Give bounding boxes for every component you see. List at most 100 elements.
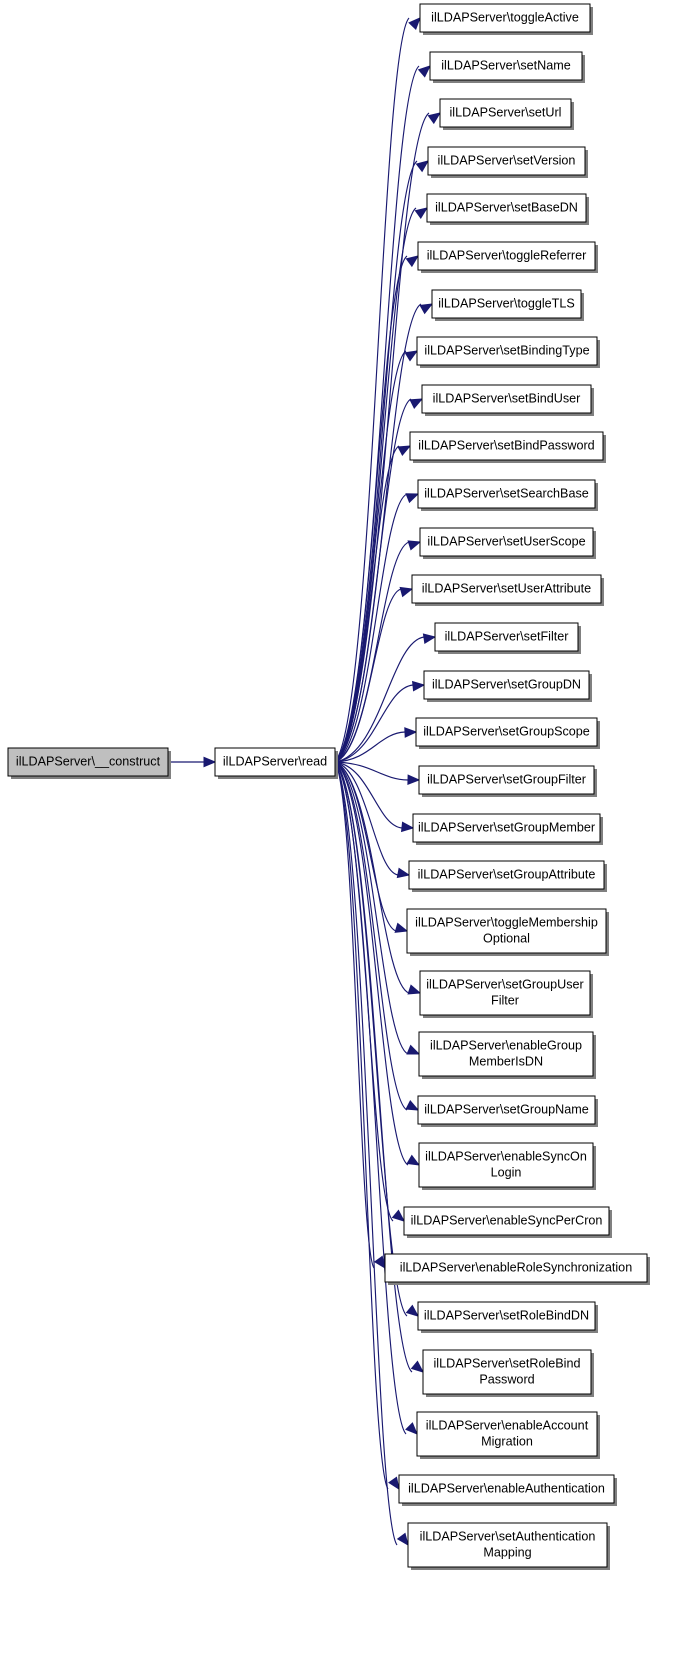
- node-label: ilLDAPServer\setGroupAttribute: [418, 867, 596, 881]
- edge-read-to-setBaseDN-arrowhead: [414, 207, 429, 220]
- node-box[interactable]: [398, 1474, 615, 1504]
- node-box[interactable]: [431, 289, 582, 319]
- node-box[interactable]: [423, 670, 590, 700]
- node-label: ilLDAPServer\setGroupScope: [423, 724, 590, 738]
- graph-node-setGroupScope[interactable]: ilLDAPServer\setGroupScope: [415, 717, 600, 749]
- node-label: ilLDAPServer\toggleActive: [431, 10, 579, 24]
- node-box[interactable]: [384, 1253, 648, 1283]
- edge-read-to-enableSyncOnLogin-arrowhead: [406, 1154, 421, 1166]
- node-box[interactable]: [427, 146, 586, 176]
- edge-read-to-setGroupMember: [334, 761, 403, 829]
- node-box[interactable]: [403, 1206, 610, 1236]
- graph-node-setGroupDN[interactable]: ilLDAPServer\setGroupDN: [423, 670, 592, 702]
- node-box[interactable]: [426, 193, 587, 223]
- node-box[interactable]: [416, 1411, 598, 1457]
- graph-node-setGroupMember[interactable]: ilLDAPServer\setGroupMember: [412, 813, 603, 845]
- node-label: Filter: [491, 993, 519, 1007]
- graph-node-toggleTLS[interactable]: ilLDAPServer\toggleTLS: [431, 289, 584, 321]
- graph-node-toggleReferrer[interactable]: ilLDAPServer\toggleReferrer: [417, 241, 598, 273]
- node-box[interactable]: [421, 384, 592, 414]
- graph-node-setGroupAttribute[interactable]: ilLDAPServer\setGroupAttribute: [408, 860, 607, 892]
- graph-node-setVersion[interactable]: ilLDAPServer\setVersion: [427, 146, 588, 178]
- graph-node-setName[interactable]: ilLDAPServer\setName: [429, 51, 585, 83]
- node-box[interactable]: [434, 622, 579, 652]
- node-box[interactable]: [406, 908, 607, 954]
- node-box[interactable]: [419, 970, 591, 1016]
- edge-read-to-setName-arrowhead: [417, 65, 431, 78]
- edge-read-to-setGroupScope-arrowhead: [404, 727, 418, 738]
- graph-node-setUserScope[interactable]: ilLDAPServer\setUserScope: [419, 527, 596, 559]
- graph-node-setBaseDN[interactable]: ilLDAPServer\setBaseDN: [426, 193, 589, 225]
- node-box[interactable]: [408, 860, 605, 890]
- node-box[interactable]: [416, 336, 598, 366]
- node-label: Optional: [483, 931, 530, 945]
- node-box[interactable]: [417, 1301, 596, 1331]
- edge-read-to-setGroupUserFilter: [334, 761, 410, 994]
- node-label: ilLDAPServer\setFilter: [445, 629, 569, 643]
- graph-node-setBindUser[interactable]: ilLDAPServer\setBindUser: [421, 384, 594, 416]
- node-label: ilLDAPServer\setGroupName: [424, 1102, 588, 1116]
- node-label: Login: [491, 1165, 522, 1179]
- graph-node-enableRoleSynchronization[interactable]: ilLDAPServer\enableRoleSynchronization: [384, 1253, 650, 1285]
- node-label: ilLDAPServer\setBindingType: [424, 343, 589, 357]
- edge-read-to-setFilter: [334, 636, 425, 763]
- edge-read-to-setUrl-arrowhead: [427, 112, 442, 125]
- edge-read-to-setBindUser-arrowhead: [409, 398, 424, 409]
- node-box[interactable]: [214, 747, 336, 777]
- graph-node-setFilter[interactable]: ilLDAPServer\setFilter: [434, 622, 581, 654]
- edge-read-to-setUserAttribute-arrowhead: [399, 586, 414, 598]
- node-label: ilLDAPServer\enableSyncOn: [425, 1149, 587, 1163]
- edge-read-to-enableGroupMemberIsDN: [334, 761, 409, 1055]
- graph-node-setRoleBindDN[interactable]: ilLDAPServer\setRoleBindDN: [417, 1301, 598, 1333]
- edge-read-to-setSearchBase-arrowhead: [405, 493, 420, 504]
- node-box[interactable]: [418, 1031, 594, 1077]
- graph-node-enableSyncPerCron[interactable]: ilLDAPServer\enableSyncPerCron: [403, 1206, 612, 1238]
- node-box[interactable]: [415, 717, 598, 747]
- node-box[interactable]: [7, 747, 169, 777]
- node-label: ilLDAPServer\setUserScope: [427, 534, 585, 548]
- node-box[interactable]: [407, 1522, 608, 1568]
- graph-node-setSearchBase[interactable]: ilLDAPServer\setSearchBase: [417, 479, 598, 511]
- graph-node-setBindPassword[interactable]: ilLDAPServer\setBindPassword: [409, 431, 606, 463]
- edge-read-to-setGroupDN: [334, 684, 414, 763]
- node-label: ilLDAPServer\setRoleBind: [434, 1356, 581, 1370]
- node-box[interactable]: [417, 241, 596, 271]
- edge-read-to-toggleReferrer-arrowhead: [405, 255, 420, 268]
- edge-read-to-enableAccountMigration-arrowhead: [405, 1422, 418, 1435]
- edge-read-to-enableSyncOnLogin: [334, 761, 409, 1166]
- graph-node-setBindingType[interactable]: ilLDAPServer\setBindingType: [416, 336, 600, 368]
- graph-node-read[interactable]: ilLDAPServer\read: [214, 747, 338, 779]
- edge-read-to-toggleReferrer: [334, 255, 408, 763]
- edge-read-to-toggleActive-arrowhead: [408, 17, 421, 31]
- node-box[interactable]: [417, 479, 596, 509]
- edge-read-to-enableGroupMemberIsDN-arrowhead: [406, 1044, 421, 1055]
- node-label: ilLDAPServer\toggleTLS: [438, 296, 575, 310]
- node-box[interactable]: [422, 1349, 592, 1395]
- graph-node-setUserAttribute[interactable]: ilLDAPServer\setUserAttribute: [411, 574, 604, 606]
- graph-node-toggleActive[interactable]: ilLDAPServer\toggleActive: [419, 3, 593, 35]
- node-box[interactable]: [419, 3, 591, 33]
- node-box[interactable]: [419, 527, 594, 557]
- node-box[interactable]: [417, 1095, 596, 1125]
- node-box[interactable]: [418, 1142, 594, 1188]
- graph-node-setGroupName[interactable]: ilLDAPServer\setGroupName: [417, 1095, 598, 1127]
- node-box[interactable]: [409, 431, 604, 461]
- graph-node-construct[interactable]: ilLDAPServer\__construct: [7, 747, 171, 779]
- edge-read-to-setGroupFilter-arrowhead: [407, 774, 421, 786]
- node-box[interactable]: [439, 98, 572, 128]
- graph-node-setGroupFilter[interactable]: ilLDAPServer\setGroupFilter: [418, 765, 597, 797]
- node-box[interactable]: [418, 765, 595, 795]
- node-box[interactable]: [411, 574, 602, 604]
- graph-node-setUrl[interactable]: ilLDAPServer\setUrl: [439, 98, 574, 130]
- edge-read-to-setFilter-arrowhead: [422, 633, 437, 644]
- node-box[interactable]: [429, 51, 583, 81]
- node-box[interactable]: [412, 813, 601, 843]
- graph-node-enableAuthentication[interactable]: ilLDAPServer\enableAuthentication: [398, 1474, 617, 1506]
